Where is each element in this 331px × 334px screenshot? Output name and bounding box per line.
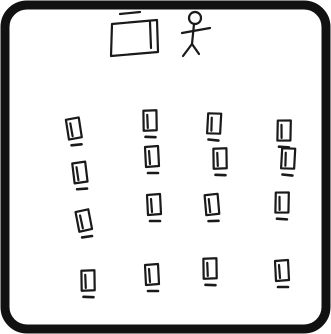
seating-sketch (0, 0, 331, 334)
